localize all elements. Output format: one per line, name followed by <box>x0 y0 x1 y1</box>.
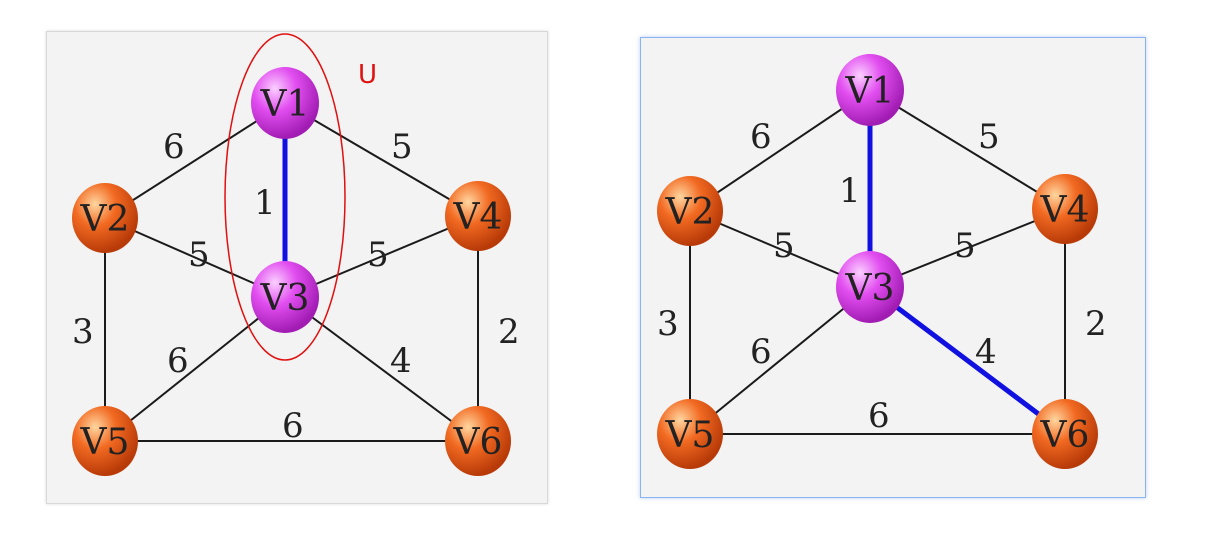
node-v2: V2 <box>72 183 138 253</box>
node-v4-label: V4 <box>1040 190 1090 231</box>
weight-v3-v5: 6 <box>750 332 772 372</box>
edge-v3-v6 <box>284 296 479 442</box>
edge-v1-v2 <box>689 89 871 212</box>
node-v6: V6 <box>1032 399 1098 469</box>
node-v2-label: V2 <box>80 199 130 240</box>
edge-v3-v4 <box>869 208 1066 288</box>
weight-v3-v5: 6 <box>167 341 189 381</box>
node-v1-label: V1 <box>260 84 310 125</box>
weight-v2-v3: 5 <box>188 235 210 275</box>
edge-v3-v5 <box>689 286 871 435</box>
edge-v3-v4 <box>284 215 479 298</box>
weight-v5-v6: 6 <box>282 406 304 446</box>
node-v3-label: V3 <box>260 278 310 319</box>
node-v6-label: V6 <box>1040 415 1090 456</box>
weight-v3-v4: 5 <box>367 235 389 275</box>
right-graph: 6 5 1 5 5 3 2 6 4 6 V1 V2 V3 V4 V5 <box>657 54 1107 469</box>
node-v5: V5 <box>657 399 723 469</box>
weight-v1-v4: 5 <box>391 127 413 167</box>
weight-v4-v6: 2 <box>1085 304 1107 344</box>
node-v6-label: V6 <box>453 422 503 463</box>
node-v6: V6 <box>445 406 511 476</box>
weight-v1-v2: 6 <box>163 127 185 167</box>
node-v3-label: V3 <box>845 268 895 309</box>
node-v1: V1 <box>251 67 319 139</box>
edge-v1-v4 <box>869 89 1066 210</box>
weight-v1-v3: 1 <box>254 183 276 223</box>
weight-v2-v5: 3 <box>657 304 679 344</box>
node-v3: V3 <box>836 251 904 323</box>
weight-v1-v3: 1 <box>839 171 861 211</box>
node-v5-label: V5 <box>665 415 715 456</box>
weight-v4-v6: 2 <box>498 312 520 352</box>
left-graph: U 6 5 1 5 5 3 2 6 4 6 V1 V2 V3 V4 V5 <box>72 33 520 476</box>
node-v3: V3 <box>251 261 319 333</box>
node-v5: V5 <box>72 406 138 476</box>
weight-v1-v4: 5 <box>978 117 1000 157</box>
weight-v2-v5: 3 <box>72 312 94 352</box>
u-set-ellipse <box>224 33 346 361</box>
weight-v2-v3: 5 <box>773 226 795 266</box>
edge-v1-v2 <box>104 102 286 219</box>
node-v2: V2 <box>657 176 723 246</box>
edge-v1-v4 <box>284 102 479 217</box>
weight-v3-v6: 4 <box>390 341 412 381</box>
weight-v3-v6: 4 <box>975 332 997 372</box>
u-set-label: U <box>358 60 377 90</box>
node-v4-label: V4 <box>453 197 503 238</box>
node-v4: V4 <box>1032 174 1098 244</box>
node-v2-label: V2 <box>665 192 715 233</box>
node-v1: V1 <box>836 54 904 126</box>
edge-v3-v6 <box>868 285 1067 436</box>
node-v4: V4 <box>445 181 511 251</box>
weight-v1-v2: 6 <box>750 117 772 157</box>
node-v5-label: V5 <box>80 422 130 463</box>
node-v1-label: V1 <box>845 71 895 112</box>
weight-v5-v6: 6 <box>868 396 890 436</box>
edge-v3-v5 <box>104 296 286 442</box>
weight-v3-v4: 5 <box>954 226 976 266</box>
